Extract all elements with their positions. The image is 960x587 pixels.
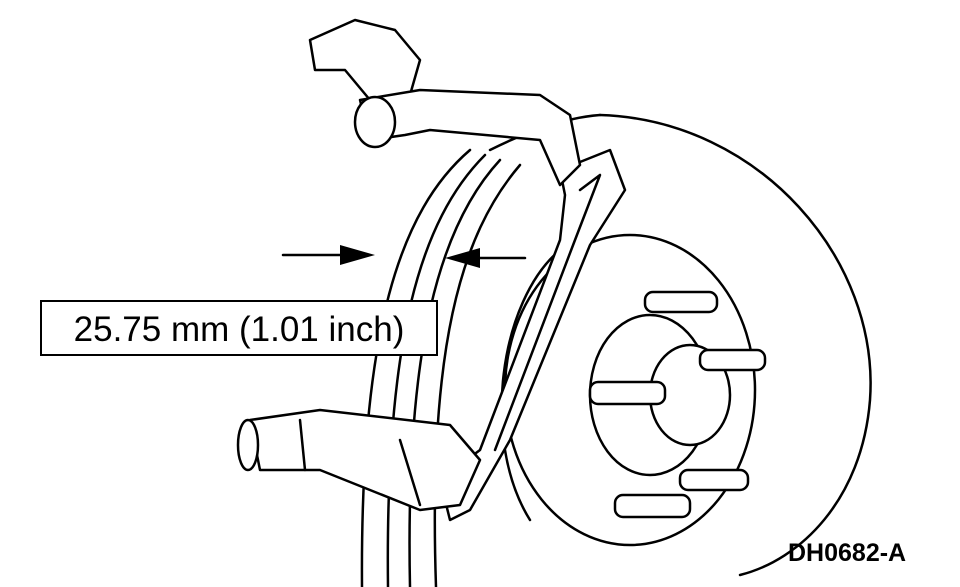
wheel-stud (698, 348, 767, 372)
caliper-bracket (236, 18, 627, 522)
arrow-right-icon (340, 245, 375, 265)
wheel-stud (678, 468, 750, 492)
arrow-left-icon (445, 248, 480, 268)
wheel-stud (643, 290, 719, 314)
thickness-dimension-arrows (281, 245, 527, 268)
wheel-stud (588, 380, 667, 406)
wheel-stud (613, 493, 692, 519)
wheel-studs (588, 290, 767, 519)
thickness-specification-label: 25.75 mm (1.01 inch) (40, 300, 438, 356)
figure-id: DH0682-A (788, 539, 907, 567)
